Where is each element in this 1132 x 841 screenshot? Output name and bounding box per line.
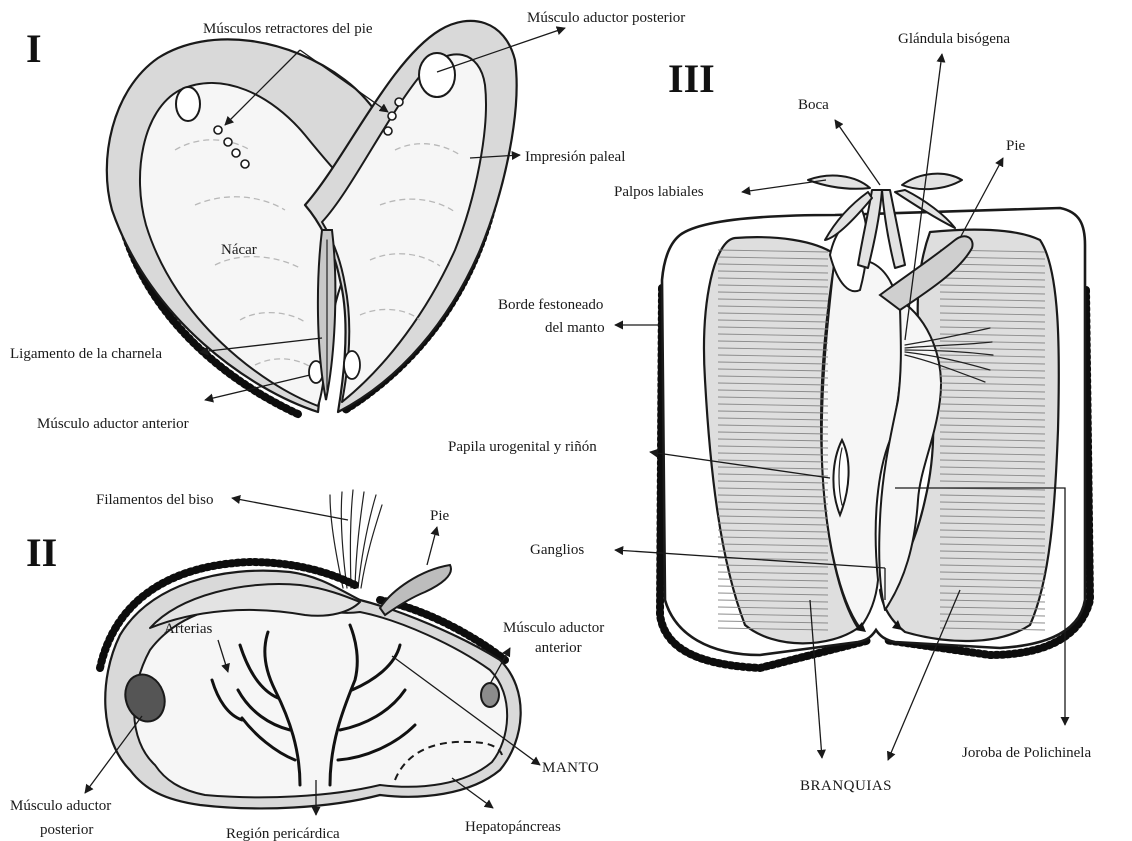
panel-1-numeral: I (26, 26, 42, 71)
label-borde-1: Borde festoneado (498, 297, 603, 313)
label-ligamento: Ligamento de la charnela (10, 346, 162, 362)
label-filamentos: Filamentos del biso (96, 492, 214, 508)
label-arterias: Arterias (164, 621, 212, 637)
label-ganglios: Ganglios (530, 542, 584, 558)
label-branquias: BRANQUIAS (800, 778, 892, 794)
label-papila: Papila urogenital y riñón (448, 439, 597, 455)
label-pie-3: Pie (1006, 138, 1026, 154)
label-joroba: Joroba de Polichinela (962, 745, 1091, 761)
label-nacar: Nácar (221, 242, 257, 258)
label-manto: MANTO (542, 760, 599, 776)
label-aductor-anterior-2b: anterior (535, 640, 582, 656)
label-borde-2: del manto (545, 320, 605, 336)
label-aductor-posterior-2a: Músculo aductor (10, 798, 111, 814)
label-pericardica: Región pericárdica (226, 826, 340, 841)
panel-2-numeral: II (26, 530, 57, 575)
panel-3-ventral-view: III (448, 31, 1091, 794)
label-aductor-posterior-1: Músculo aductor posterior (527, 10, 685, 26)
anterior-adductor-muscle (481, 683, 499, 707)
label-retractores: Músculos retractores del pie (203, 21, 373, 37)
panel-1-open-shell: I (10, 10, 685, 432)
label-hepatopancreas: Hepatopáncreas (465, 819, 561, 835)
panel-2-lateral-body: II (10, 490, 604, 841)
label-pie-2: Pie (430, 508, 450, 524)
label-aductor-anterior-2a: Músculo aductor (503, 620, 604, 636)
posterior-adductor-scar-left (176, 87, 200, 121)
label-glandula: Glándula bisógena (898, 31, 1010, 47)
anterior-adductor-scar-right (344, 351, 360, 379)
label-boca: Boca (798, 97, 829, 113)
label-impresion-paleal: Impresión paleal (525, 149, 625, 165)
label-aductor-posterior-2b: posterior (40, 822, 93, 838)
panel-3-numeral: III (668, 56, 715, 101)
label-palpos: Palpos labiales (614, 184, 704, 200)
posterior-adductor-scar-right (419, 53, 455, 97)
label-aductor-anterior-1: Músculo aductor anterior (37, 416, 189, 432)
